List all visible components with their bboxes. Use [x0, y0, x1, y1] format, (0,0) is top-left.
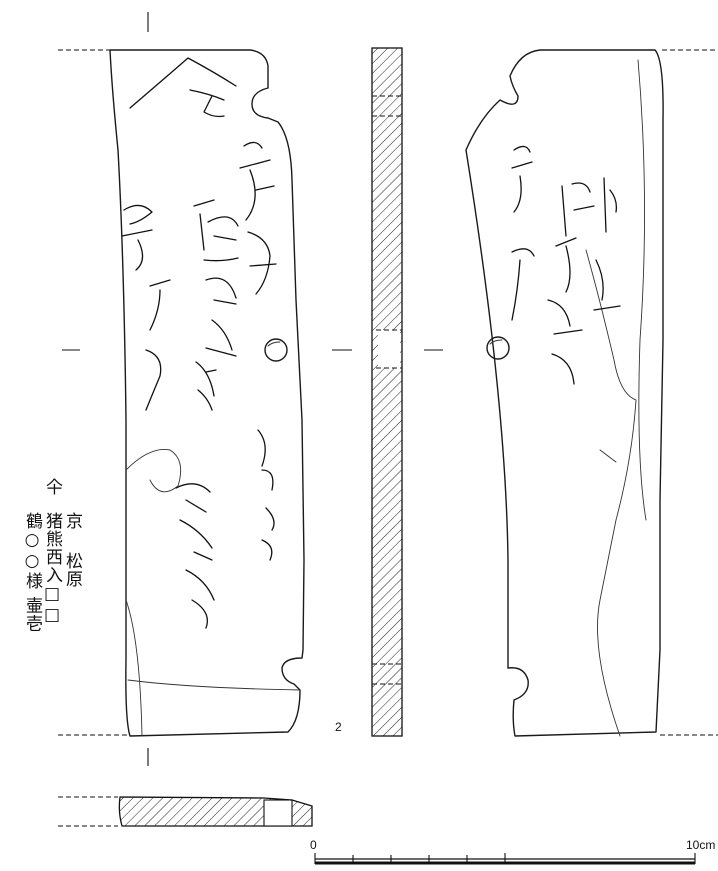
transcription-column-1: 仐 — [42, 478, 62, 496]
tag-front-face — [109, 49, 305, 737]
tag-bottom-section — [118, 796, 313, 827]
transcription-column-3: 猪熊西入□□ — [42, 512, 62, 626]
figure-number: 2 — [335, 720, 342, 734]
tag-back-face — [465, 49, 664, 737]
scale-start-label: 0 — [310, 838, 317, 852]
scale-bar — [314, 853, 696, 865]
scale-end-label: 10cm — [686, 838, 716, 852]
section-ticks — [62, 12, 443, 766]
transcription-column-5: 鶴○○様 壷壱 — [22, 512, 42, 633]
transcription-column-2: 京 — [62, 512, 82, 530]
reference-lines — [58, 49, 718, 827]
transcription-column-4: 松原 — [62, 552, 82, 588]
tag-side-section — [371, 47, 403, 737]
